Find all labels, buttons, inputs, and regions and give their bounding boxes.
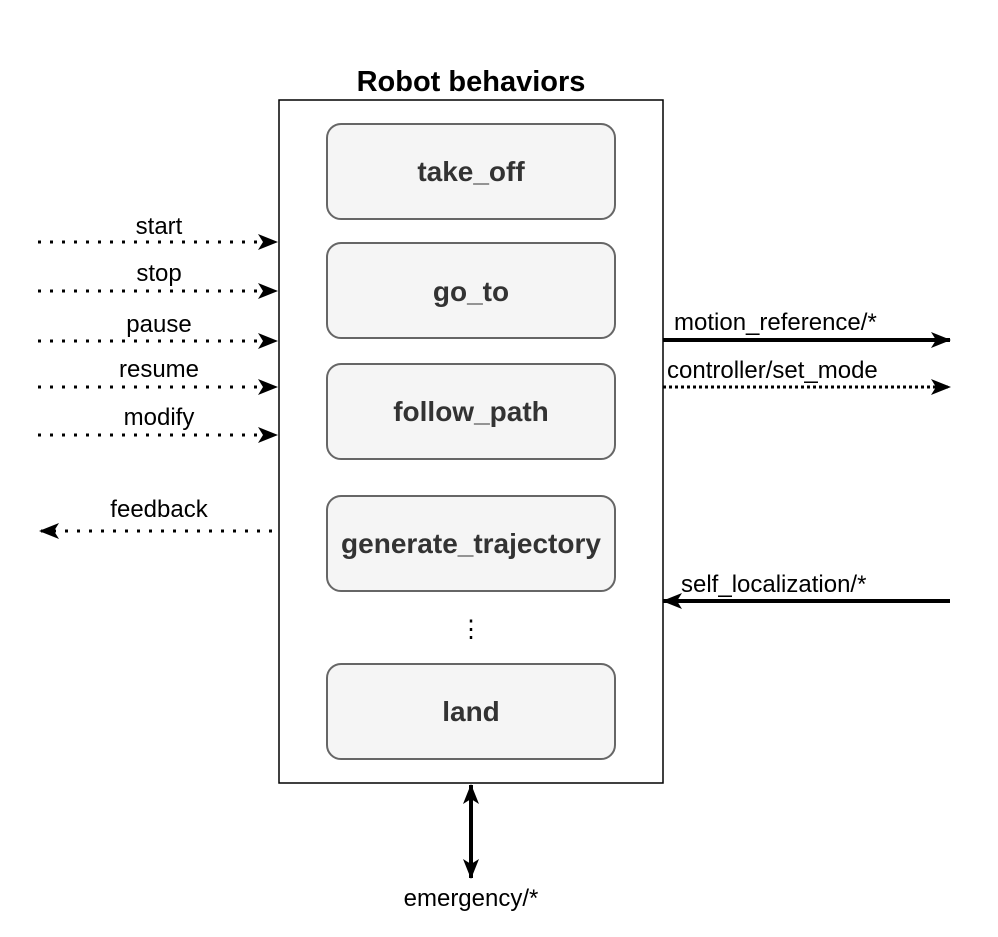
behavior-follow-path: follow_path [326,363,616,460]
behavior-box [326,495,616,592]
behavior-label: go_to [433,276,509,307]
behavior-label: follow_path [393,396,549,427]
controller-set-mode-label: controller/set_mode [667,357,878,384]
behavior-generate-trajectory: generate_trajectory [326,495,616,592]
behavior-label: take_off [417,156,525,187]
input-pause: pause [38,311,278,349]
input-label: modify [124,404,195,431]
diagram-title: Robot behaviors [357,66,586,98]
input-label: pause [126,311,191,338]
behavior-go-to: go_to [326,242,616,339]
output-motion-reference: motion_reference/* [663,309,951,348]
behavior-box [326,663,616,760]
behaviors-ellipsis: ⋮ [459,616,483,643]
emergency-label: emergency/* [404,885,539,912]
output-controller-set-mode: controller/set_mode [663,357,951,395]
self-localization-label: self_localization/* [681,571,866,598]
input-start: start [38,213,278,250]
input-label: stop [136,260,181,287]
motion-reference-label: motion_reference/* [674,309,877,336]
feedback-label: feedback [110,496,208,523]
input-modify: modify [38,404,278,443]
input-resume: resume [38,356,278,395]
behavior-label: generate_trajectory [341,528,601,559]
behavior-box [326,242,616,339]
input-self-localization: self_localization/* [662,571,950,609]
behavior-take-off: take_off [326,123,616,220]
behavior-land: land [326,663,616,760]
io-emergency: emergency/* [404,784,539,912]
behavior-box [326,123,616,220]
behavior-label: land [442,696,500,727]
input-label: start [136,213,183,240]
output-feedback: feedback [39,496,272,539]
input-label: resume [119,356,199,383]
behavior-box [326,363,616,460]
input-stop: stop [38,260,278,299]
